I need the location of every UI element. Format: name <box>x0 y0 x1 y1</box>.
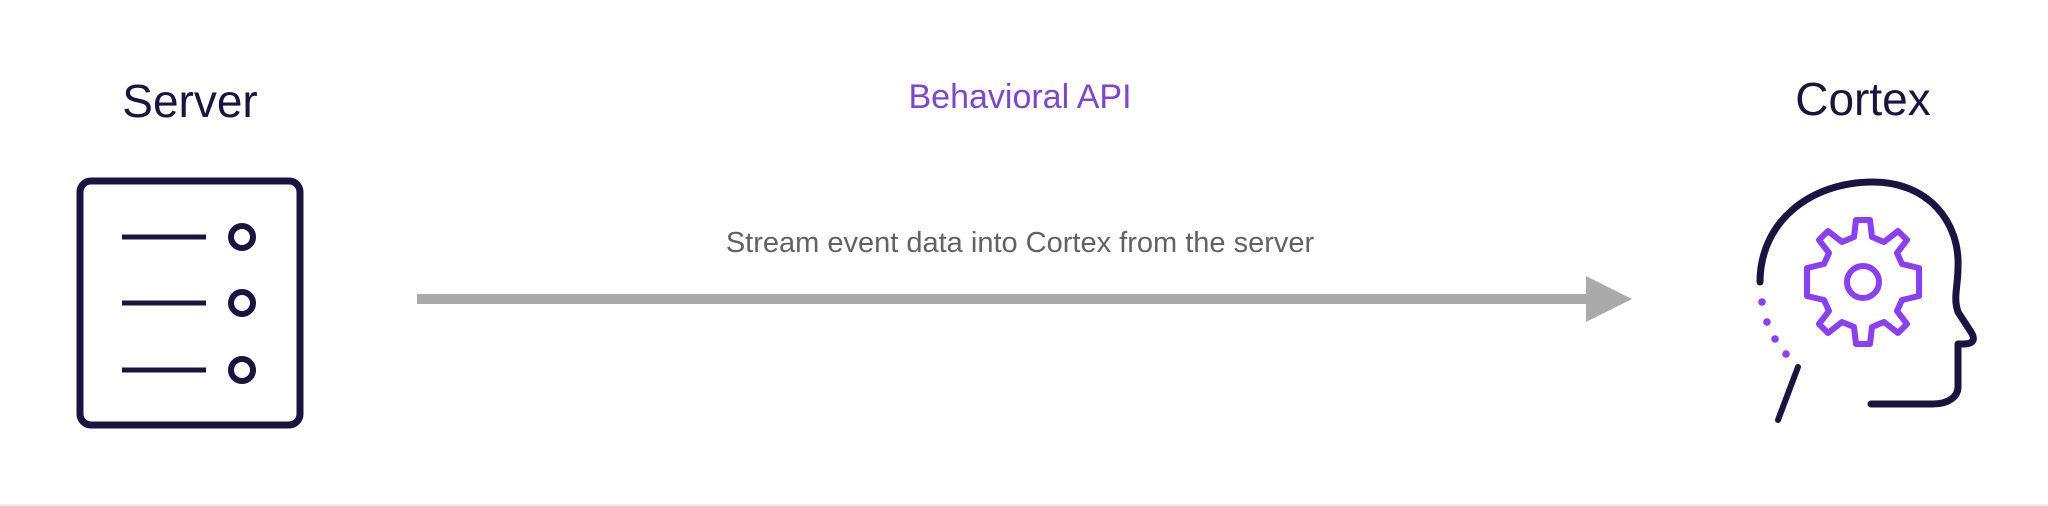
server-list-icon <box>74 175 306 433</box>
arrow-right-icon <box>410 270 1640 330</box>
cortex-title: Cortex <box>1795 73 1931 125</box>
api-title: Behavioral API <box>908 78 1132 116</box>
arrow-caption: Stream event data into Cortex from the s… <box>725 227 1315 259</box>
server-title: Server <box>122 75 258 127</box>
head-gear-icon <box>1748 172 1988 432</box>
